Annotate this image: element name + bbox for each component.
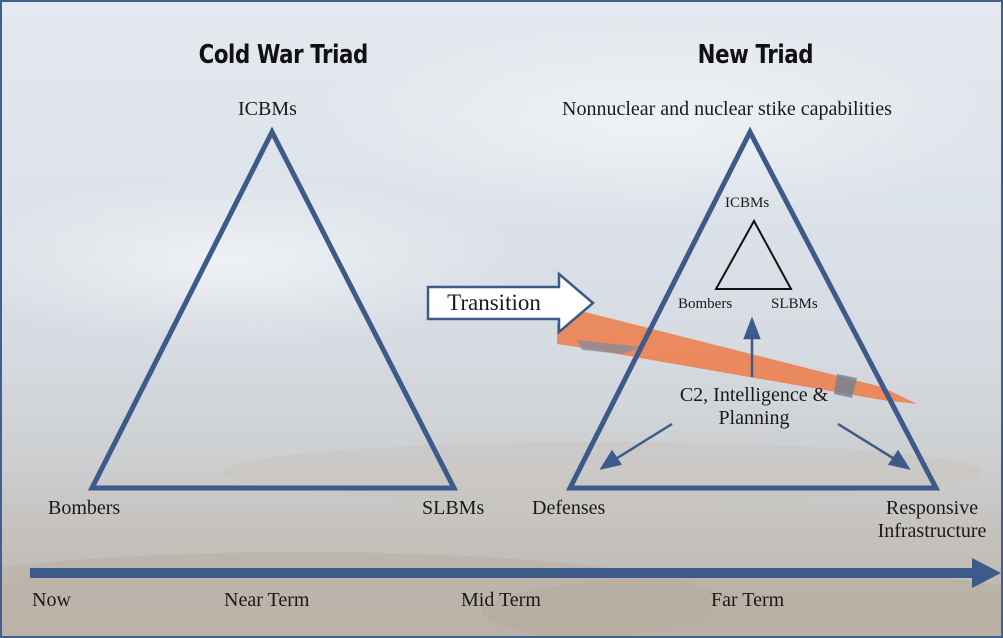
new-triad-strike-label: Nonnuclear and nuclear stike capabilitie… [562, 98, 892, 120]
cold-war-icbms-label: ICBMs [238, 98, 297, 120]
inner-icbms-label: ICBMs [725, 195, 770, 211]
arrow-down-left-head [599, 449, 623, 470]
timeline-bar [30, 568, 978, 578]
timeline-now: Now [32, 589, 71, 611]
c2-label: C2, Intelligence & Planning [654, 384, 854, 430]
transition-arrow [426, 271, 595, 335]
timeline-near-term: Near Term [224, 589, 310, 611]
arrow-down-right-head [887, 449, 911, 470]
inner-slbms-label: SLBMs [771, 296, 818, 312]
cold-war-bombers-label: Bombers [48, 497, 121, 519]
cold-war-title: Cold War Triad [198, 40, 369, 70]
arrow-down-left [613, 422, 673, 462]
new-triad-title: New Triad [697, 40, 814, 70]
infrastructure-line1: Responsive [885, 497, 979, 519]
arrow-up-head [743, 316, 761, 340]
c2-arrows [599, 316, 911, 470]
c2-line2: Planning [718, 407, 790, 429]
cold-war-slbms-label: SLBMs [422, 497, 485, 519]
timeline-arrowhead [972, 558, 1001, 588]
new-triad-triangle [565, 126, 941, 491]
c2-line1: C2, Intelligence & [679, 384, 829, 406]
cold-war-triangle [87, 126, 459, 491]
arrow-down-right [837, 422, 897, 462]
infrastructure-line2: Infrastructure [877, 520, 987, 542]
timeline-mid-term: Mid Term [461, 589, 541, 611]
terrain-patch [482, 572, 1001, 636]
inner-bombers-label: Bombers [678, 296, 733, 312]
inner-triad-triangle [714, 218, 793, 290]
new-triad-defenses-label: Defenses [532, 497, 606, 519]
timeline-far-term: Far Term [711, 589, 785, 611]
new-triad-infrastructure-label: Responsive Infrastructure [864, 497, 1000, 543]
terrain-patch [222, 442, 982, 502]
transition-label: Transition [447, 290, 541, 315]
